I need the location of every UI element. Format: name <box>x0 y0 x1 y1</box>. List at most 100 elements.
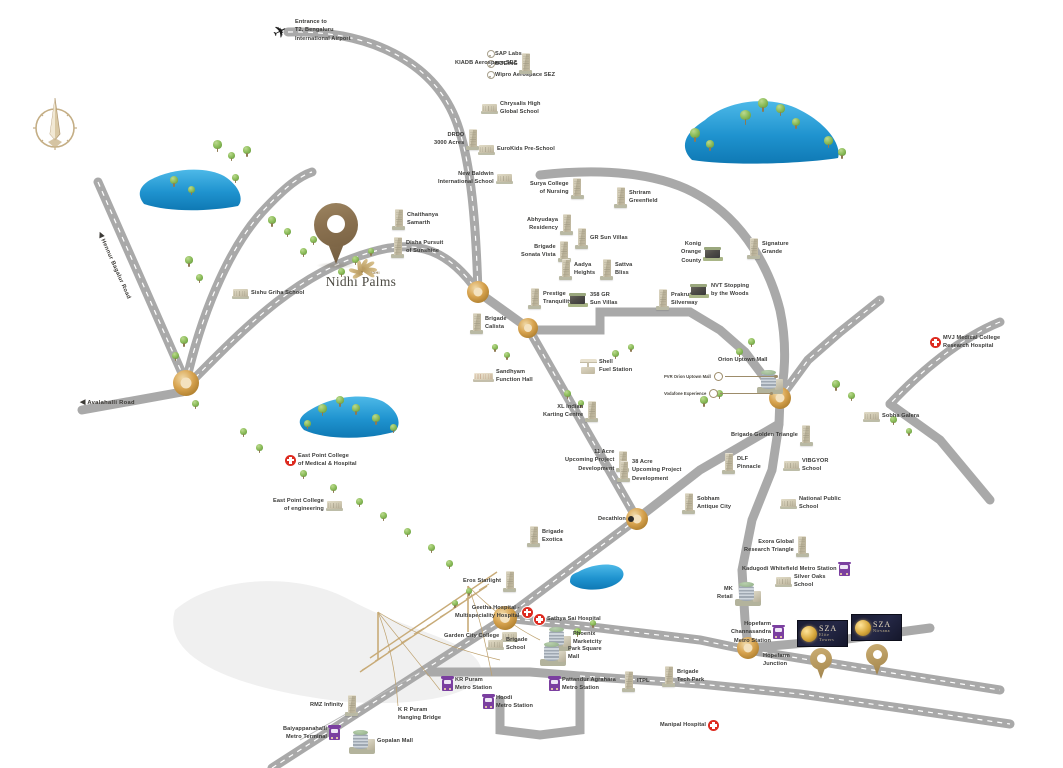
poi-gr-sun-villas[interactable]: GR Sun Villas <box>575 227 628 249</box>
poi-wipro-sez[interactable]: Wipro Aerospace SEZ <box>487 71 555 80</box>
poi-kadugodi-metro[interactable]: Kadugodi Whitefield Metro Station <box>742 561 851 576</box>
poi-gopalan-mall[interactable]: Gopalan Mall <box>349 728 413 754</box>
tower-building-icon <box>600 258 613 280</box>
gold-location-pin-0-icon[interactable] <box>810 648 832 680</box>
poi-itpl[interactable]: ITPL <box>622 670 650 692</box>
poi-decathlon[interactable]: Decathlon <box>598 515 634 523</box>
tower-building-icon <box>617 460 630 482</box>
lake-west <box>299 396 399 438</box>
orion-callout-item-1[interactable]: Vodafone Experience <box>664 389 774 398</box>
poi-boeing[interactable]: BOEING <box>487 60 518 69</box>
tower-building-icon <box>503 570 517 592</box>
tree-icon <box>824 136 833 150</box>
brand-block: NIDHI Nidhi Palms <box>314 255 408 295</box>
poi-sishu-griha[interactable]: Sishu Griha School <box>232 287 304 299</box>
tree-icon <box>188 186 195 197</box>
poi-manipal-hosp[interactable]: Manipal Hospital <box>660 720 720 731</box>
poi-eurokids[interactable]: EuroKids Pre-School <box>478 143 555 155</box>
poi-rmz-infinity[interactable]: RMZ Infinity <box>310 694 359 716</box>
poi-eros-starlight[interactable]: Eros Starlight <box>463 570 517 592</box>
poi-sap-labs[interactable]: SAP Labs <box>487 50 522 59</box>
poi-brigade-golden[interactable]: Brigade Golden Triangle <box>731 424 813 446</box>
hospital-cross-icon <box>285 454 296 466</box>
tree-icon <box>170 176 178 188</box>
tower-building-icon <box>466 128 480 150</box>
tree-icon <box>180 336 188 348</box>
low-rise-building-icon <box>501 630 519 642</box>
mall-building-icon <box>757 368 783 394</box>
tree-icon <box>372 414 380 426</box>
poi-geetha-hospital[interactable]: Geetha Hospital -Multispeciality Hospita… <box>455 604 533 621</box>
orion-callout-item-0[interactable]: PVR Orion Uptown Mall <box>664 372 778 381</box>
tower-building-icon <box>559 258 572 280</box>
poi-sathya-sai[interactable]: Sathya Sai Hospital <box>534 614 601 625</box>
mall-building-icon <box>349 728 375 754</box>
poi-label-gr-sun-villas: GR Sun Villas <box>590 234 628 241</box>
tree-icon <box>404 528 411 539</box>
low-rise-building-icon <box>780 497 797 510</box>
ad-badge-0[interactable]: SZA Elite Towers <box>797 620 848 647</box>
main-location-pin-icon[interactable] <box>314 203 358 265</box>
poi-sobha-galera[interactable]: Sobha Galera <box>863 410 919 422</box>
gold-location-pin-1-icon[interactable] <box>866 644 888 676</box>
poi-garden-city[interactable]: Garden City College <box>444 630 519 642</box>
ad-badge-1[interactable]: SZA Nirvana <box>851 614 902 641</box>
tree-icon <box>232 174 239 185</box>
poi-kiadb-sez[interactable]: KIADB Aerospace SEZ <box>455 52 532 74</box>
poi-orion-mall[interactable] <box>757 368 783 394</box>
